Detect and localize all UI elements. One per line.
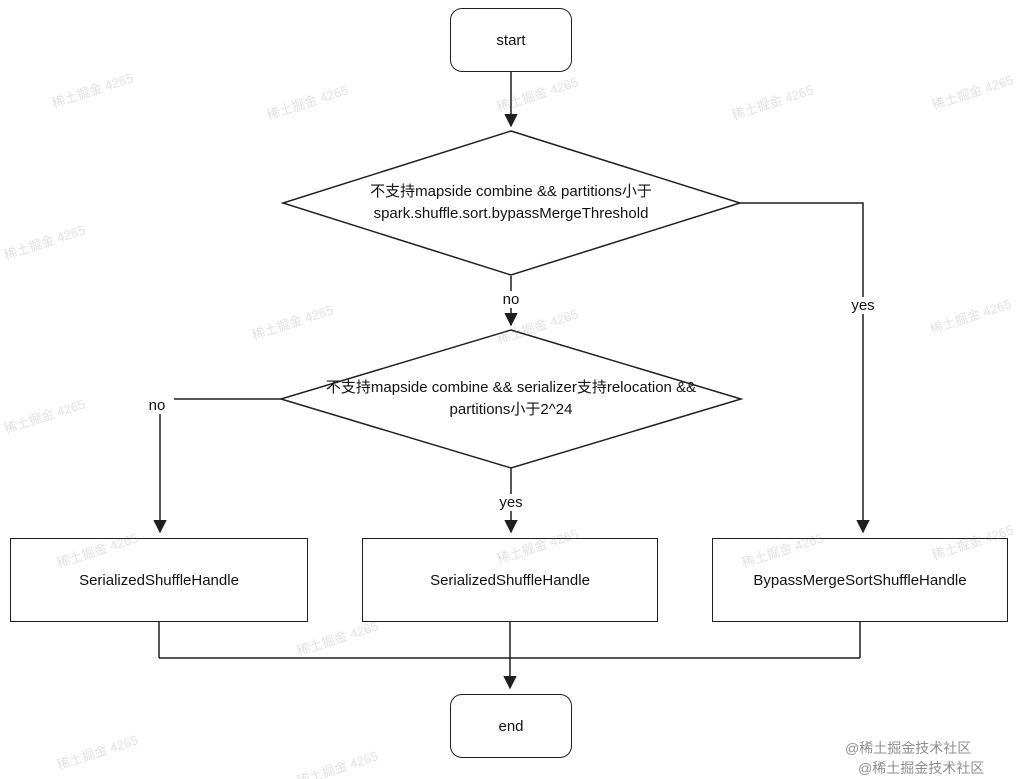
decision1-text-line2: spark.shuffle.sort.bypassMergeThreshold bbox=[373, 204, 649, 222]
decision1-diamond bbox=[280, 130, 743, 276]
edge-label-decision2-no: no bbox=[140, 397, 174, 414]
decision1-text: 不支持mapside combine && partitions小于 spark… bbox=[281, 181, 741, 225]
decision2-text-line2: partitions小于2^24 bbox=[449, 400, 573, 418]
result-box-bypass-merge: BypassMergeSortShuffleHandle bbox=[712, 538, 1008, 622]
result-box-bypass-merge-label: BypassMergeSortShuffleHandle bbox=[753, 571, 967, 589]
result-box-serialized-center: SerializedShuffleHandle bbox=[362, 538, 658, 622]
end-node: end bbox=[450, 694, 572, 758]
result-box-serialized-left: SerializedShuffleHandle bbox=[10, 538, 308, 622]
edge-label-decision1-no: no bbox=[494, 291, 528, 308]
decision2-text: 不支持mapside combine && serializer支持reloca… bbox=[261, 377, 761, 421]
end-node-label: end bbox=[498, 717, 524, 735]
edge-label-decision1-yes: yes bbox=[845, 297, 881, 314]
watermark-credit-line2: @稀土掘金技术社区 bbox=[858, 760, 985, 776]
watermark-credit-line1: @稀土掘金技术社区 bbox=[845, 740, 972, 756]
edge-label-decision2-yes: yes bbox=[493, 494, 529, 511]
start-node: start bbox=[450, 8, 572, 72]
decision2-text-line1: 不支持mapside combine && serializer支持reloca… bbox=[325, 379, 697, 396]
result-box-serialized-left-label: SerializedShuffleHandle bbox=[79, 571, 239, 589]
result-box-serialized-center-label: SerializedShuffleHandle bbox=[430, 571, 590, 589]
start-node-label: start bbox=[496, 31, 526, 49]
edge-decision1-yes-to-bypass-box bbox=[740, 202, 870, 534]
decision1-text-line1: 不支持mapside combine && partitions小于 bbox=[370, 183, 652, 200]
